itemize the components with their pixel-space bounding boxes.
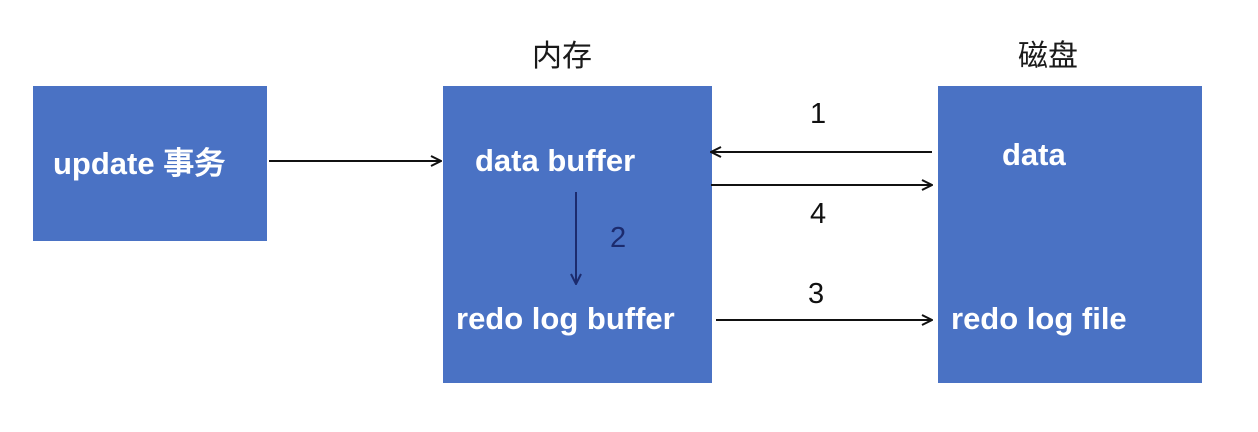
step-1-label: 1: [810, 98, 827, 130]
transaction-label: update 事务: [53, 146, 226, 181]
step-3-label: 3: [808, 278, 825, 310]
disk-box: [938, 86, 1202, 383]
disk-data-label: data: [1002, 137, 1066, 172]
data-buffer-label: data buffer: [475, 143, 636, 178]
redo-log-buffer-label: redo log buffer: [456, 301, 675, 336]
step-4-label: 4: [810, 198, 827, 230]
memory-heading: 内存: [532, 39, 592, 74]
memory-box: [443, 86, 712, 383]
redo-log-file-label: redo log file: [951, 301, 1127, 336]
step-2-label: 2: [610, 222, 627, 254]
disk-heading: 磁盘: [1018, 39, 1078, 74]
transaction-box: [33, 86, 267, 241]
